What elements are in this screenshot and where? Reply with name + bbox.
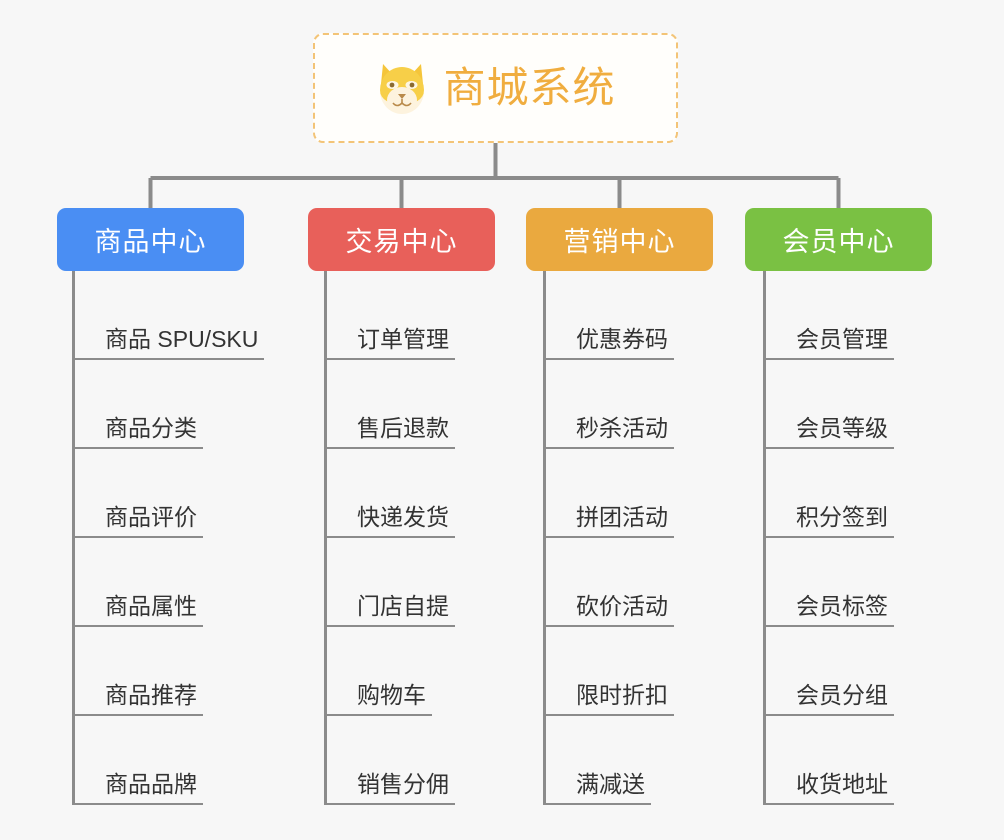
leaf-item[interactable]: 会员标签	[763, 538, 894, 627]
leaf-item[interactable]: 商品 SPU/SKU	[72, 271, 265, 360]
branch-spine	[324, 271, 327, 805]
leaf-label: 会员等级	[763, 415, 894, 449]
leaf-label: 购物车	[324, 682, 432, 716]
leaf-item[interactable]: 秒杀活动	[543, 360, 674, 449]
leaf-item[interactable]: 满减送	[543, 716, 651, 805]
leaf-label: 收货地址	[763, 771, 894, 805]
leaf-item[interactable]: 收货地址	[763, 716, 894, 805]
leaf-label: 拼团活动	[543, 504, 674, 538]
branch-spine	[72, 271, 75, 805]
leaf-label: 会员标签	[763, 593, 894, 627]
leaf-label: 商品 SPU/SKU	[72, 326, 265, 360]
shiba-inu-dog-face-icon	[380, 64, 425, 114]
leaf-item[interactable]: 售后退款	[324, 360, 455, 449]
leaf-item[interactable]: 积分签到	[763, 449, 894, 538]
leaf-label: 商品分类	[72, 415, 203, 449]
branch-title: 营销中心	[563, 227, 676, 257]
branch-node-1[interactable]: 商品中心	[57, 208, 244, 271]
leaf-item[interactable]: 会员分组	[763, 627, 894, 716]
branch-node-4[interactable]: 会员中心	[745, 208, 932, 271]
branch-title: 会员中心	[782, 227, 895, 257]
leaf-item[interactable]: 购物车	[324, 627, 432, 716]
leaf-item[interactable]: 会员等级	[763, 360, 894, 449]
branch-title: 商品中心	[94, 227, 207, 257]
leaf-label: 积分签到	[763, 504, 894, 538]
leaf-label: 会员分组	[763, 682, 894, 716]
root-title: 商城系统	[443, 64, 616, 111]
leaf-item[interactable]: 限时折扣	[543, 627, 674, 716]
leaf-item[interactable]: 销售分佣	[324, 716, 455, 805]
leaf-label: 订单管理	[324, 326, 455, 360]
leaf-label: 门店自提	[324, 593, 455, 627]
leaf-label: 会员管理	[763, 326, 894, 360]
root-node[interactable]: 商城系统	[313, 33, 678, 143]
leaf-item[interactable]: 砍价活动	[543, 538, 674, 627]
branch-title: 交易中心	[345, 227, 458, 257]
leaf-label: 商品属性	[72, 593, 203, 627]
leaf-label: 优惠券码	[543, 326, 674, 360]
leaf-item[interactable]: 订单管理	[324, 271, 455, 360]
leaf-item[interactable]: 商品推荐	[72, 627, 203, 716]
leaf-item[interactable]: 商品品牌	[72, 716, 203, 805]
leaf-item[interactable]: 优惠券码	[543, 271, 674, 360]
leaf-item[interactable]: 会员管理	[763, 271, 894, 360]
branch-node-2[interactable]: 交易中心	[308, 208, 495, 271]
leaf-label: 秒杀活动	[543, 415, 674, 449]
leaf-label: 售后退款	[324, 415, 455, 449]
leaf-label: 快递发货	[324, 504, 455, 538]
branch-node-3[interactable]: 营销中心	[526, 208, 713, 271]
leaf-label: 销售分佣	[324, 771, 455, 805]
leaf-label: 商品评价	[72, 504, 203, 538]
branch-spine	[763, 271, 766, 805]
leaf-label: 商品推荐	[72, 682, 203, 716]
leaf-label: 商品品牌	[72, 771, 203, 805]
leaf-label: 砍价活动	[543, 593, 674, 627]
leaf-item[interactable]: 商品分类	[72, 360, 203, 449]
leaf-item[interactable]: 商品评价	[72, 449, 203, 538]
branch-spine	[543, 271, 546, 805]
leaf-label: 满减送	[543, 771, 651, 805]
leaf-item[interactable]: 快递发货	[324, 449, 455, 538]
leaf-item[interactable]: 门店自提	[324, 538, 455, 627]
leaf-item[interactable]: 商品属性	[72, 538, 203, 627]
leaf-label: 限时折扣	[543, 682, 674, 716]
leaf-item[interactable]: 拼团活动	[543, 449, 674, 538]
